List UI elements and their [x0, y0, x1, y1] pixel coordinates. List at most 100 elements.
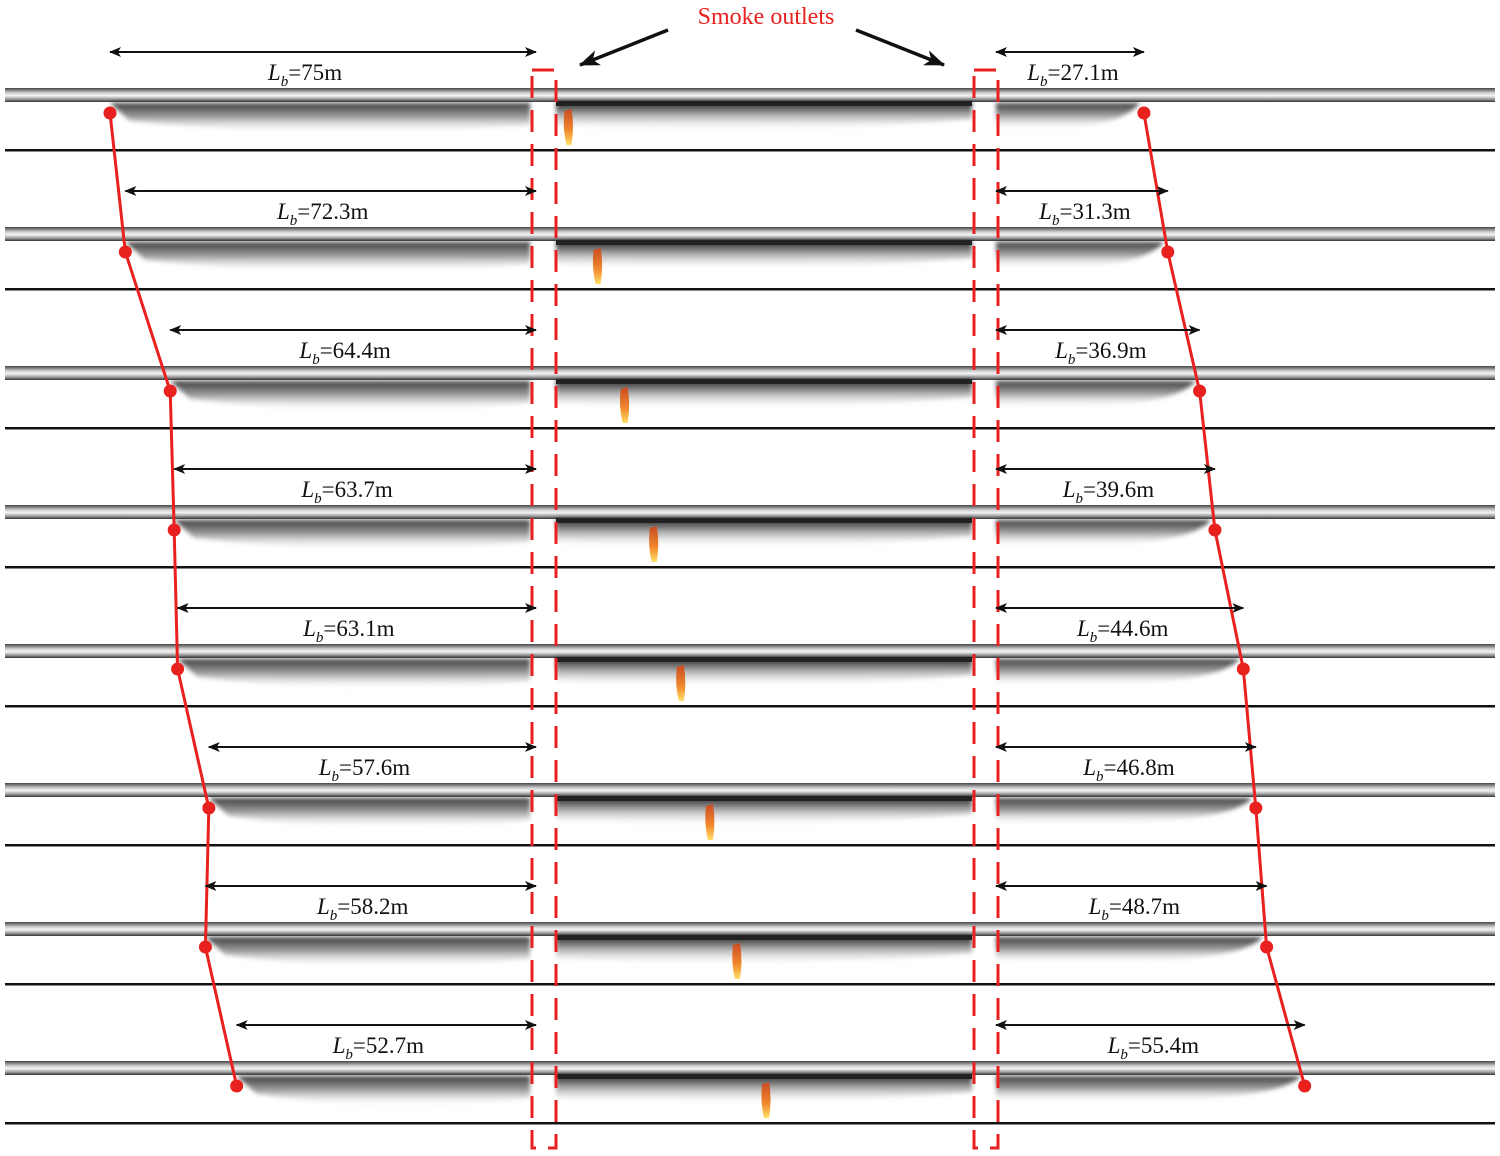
fire-source	[732, 943, 742, 979]
smoke-layer-middle-core	[556, 240, 972, 245]
label-unit: m	[1181, 1033, 1199, 1058]
tunnel-row	[5, 227, 1495, 291]
label-subscript: b	[1096, 769, 1104, 785]
smoke-front-line-left	[108, 112, 239, 1087]
smoke-layer-right	[996, 659, 1240, 685]
label-value: =58.2	[337, 894, 390, 919]
smoke-layer-middle	[556, 797, 972, 825]
smoke-layer-middle-core	[556, 935, 972, 940]
length-label-right: Lb=36.9m	[1054, 338, 1147, 368]
smoke-front-point	[1161, 245, 1175, 259]
tunnel-ceiling	[5, 644, 1495, 658]
smoke-layer-right	[996, 242, 1164, 268]
smoke-front-point	[1137, 106, 1151, 120]
smoke-layer-middle-core	[556, 379, 972, 384]
smoke-layer-right	[996, 103, 1140, 129]
smoke-front-point	[103, 106, 117, 120]
label-unit: m	[375, 477, 393, 502]
callout-arrow-right	[855, 28, 946, 67]
label-subscript: b	[1090, 630, 1098, 646]
tunnel-floor	[5, 705, 1495, 708]
fire-source	[761, 1082, 771, 1118]
tunnel-row	[5, 366, 1495, 430]
tunnel-ceiling	[5, 922, 1495, 936]
smoke-layer-middle-core	[556, 657, 972, 662]
label-value: =31.3	[1059, 199, 1112, 224]
label-symbol: L	[318, 755, 332, 780]
label-subscript: b	[281, 74, 289, 90]
tunnel-ceiling	[5, 227, 1495, 241]
label-value: =72.3	[297, 199, 350, 224]
tunnel-floor	[5, 566, 1495, 569]
smoke-front-line-right	[1142, 112, 1307, 1087]
label-value: =75	[288, 60, 324, 85]
smoke-layer-left	[208, 798, 530, 828]
label-symbol: L	[1038, 199, 1052, 224]
label-subscript: b	[332, 769, 340, 785]
label-symbol: L	[298, 338, 312, 363]
length-label-right: Lb=44.6m	[1076, 616, 1169, 646]
label-symbol: L	[1107, 1033, 1121, 1058]
smoke-layer-right	[996, 798, 1252, 824]
label-value: =27.1	[1048, 60, 1101, 85]
label-subscript: b	[1068, 352, 1076, 368]
label-value: =64.4	[320, 338, 374, 363]
tunnel-row	[5, 783, 1495, 847]
length-label-right: Lb=48.7m	[1088, 894, 1181, 924]
label-symbol: L	[302, 616, 316, 641]
tunnel-floor	[5, 427, 1495, 430]
smoke-outlet-left	[530, 68, 558, 1150]
fire-source	[592, 248, 603, 284]
tunnel-row	[5, 1061, 1495, 1125]
label-value: =48.7	[1109, 894, 1162, 919]
tunnel-row	[5, 505, 1495, 569]
tunnel-floor	[5, 983, 1495, 986]
length-label-right: Lb=39.6m	[1062, 477, 1155, 507]
smoke-layer-right	[996, 1076, 1301, 1102]
label-symbol: L	[332, 1033, 346, 1058]
label-subscript: b	[1076, 491, 1084, 507]
length-label-right: Lb=31.3m	[1038, 199, 1131, 229]
label-subscript: b	[345, 1047, 353, 1063]
label-unit: m	[406, 1033, 424, 1058]
smoke-layer-right	[996, 520, 1211, 546]
label-subscript: b	[314, 491, 322, 507]
tunnel-ceiling	[5, 505, 1495, 519]
label-symbol: L	[1082, 755, 1096, 780]
tunnel-floor	[5, 1122, 1495, 1125]
label-symbol: L	[1076, 616, 1090, 641]
tunnel-row	[5, 88, 1495, 152]
label-unit: m	[350, 199, 368, 224]
smoke-layer-middle-core	[556, 796, 972, 801]
callout-arrow-left	[578, 28, 669, 67]
tunnel-floor	[5, 149, 1495, 152]
label-unit: m	[1129, 338, 1147, 363]
smoke-layer-left	[174, 520, 530, 550]
label-unit: m	[1101, 60, 1119, 85]
length-label-right: Lb=55.4m	[1107, 1033, 1200, 1063]
length-label-left: Lb=58.2m	[316, 894, 409, 924]
label-unit: m	[392, 755, 410, 780]
length-label-left: Lb=64.4m	[298, 338, 391, 368]
label-unit: m	[1157, 755, 1175, 780]
smoke-layer-middle-core	[556, 101, 972, 106]
smoke-layer-left	[170, 381, 530, 411]
smoke-front-point	[1249, 801, 1263, 815]
smoke-layer-middle	[556, 658, 972, 686]
tunnel-row	[5, 644, 1495, 708]
smoke-layer-left	[205, 937, 530, 967]
smoke-front-point	[171, 662, 185, 676]
smoke-layer-right	[996, 937, 1263, 963]
tunnel-floor	[5, 288, 1495, 291]
fire-source	[676, 665, 686, 701]
length-label-left: Lb=72.3m	[276, 199, 369, 229]
smoke-layer-middle	[556, 102, 972, 130]
smoke-outlets-callout: Smoke outlets	[578, 4, 946, 67]
fire-source	[649, 526, 659, 562]
smoke-layer-middle	[556, 380, 972, 408]
label-symbol: L	[1088, 894, 1102, 919]
smoke-front-profiles	[103, 106, 1312, 1093]
fire-source	[619, 387, 630, 423]
